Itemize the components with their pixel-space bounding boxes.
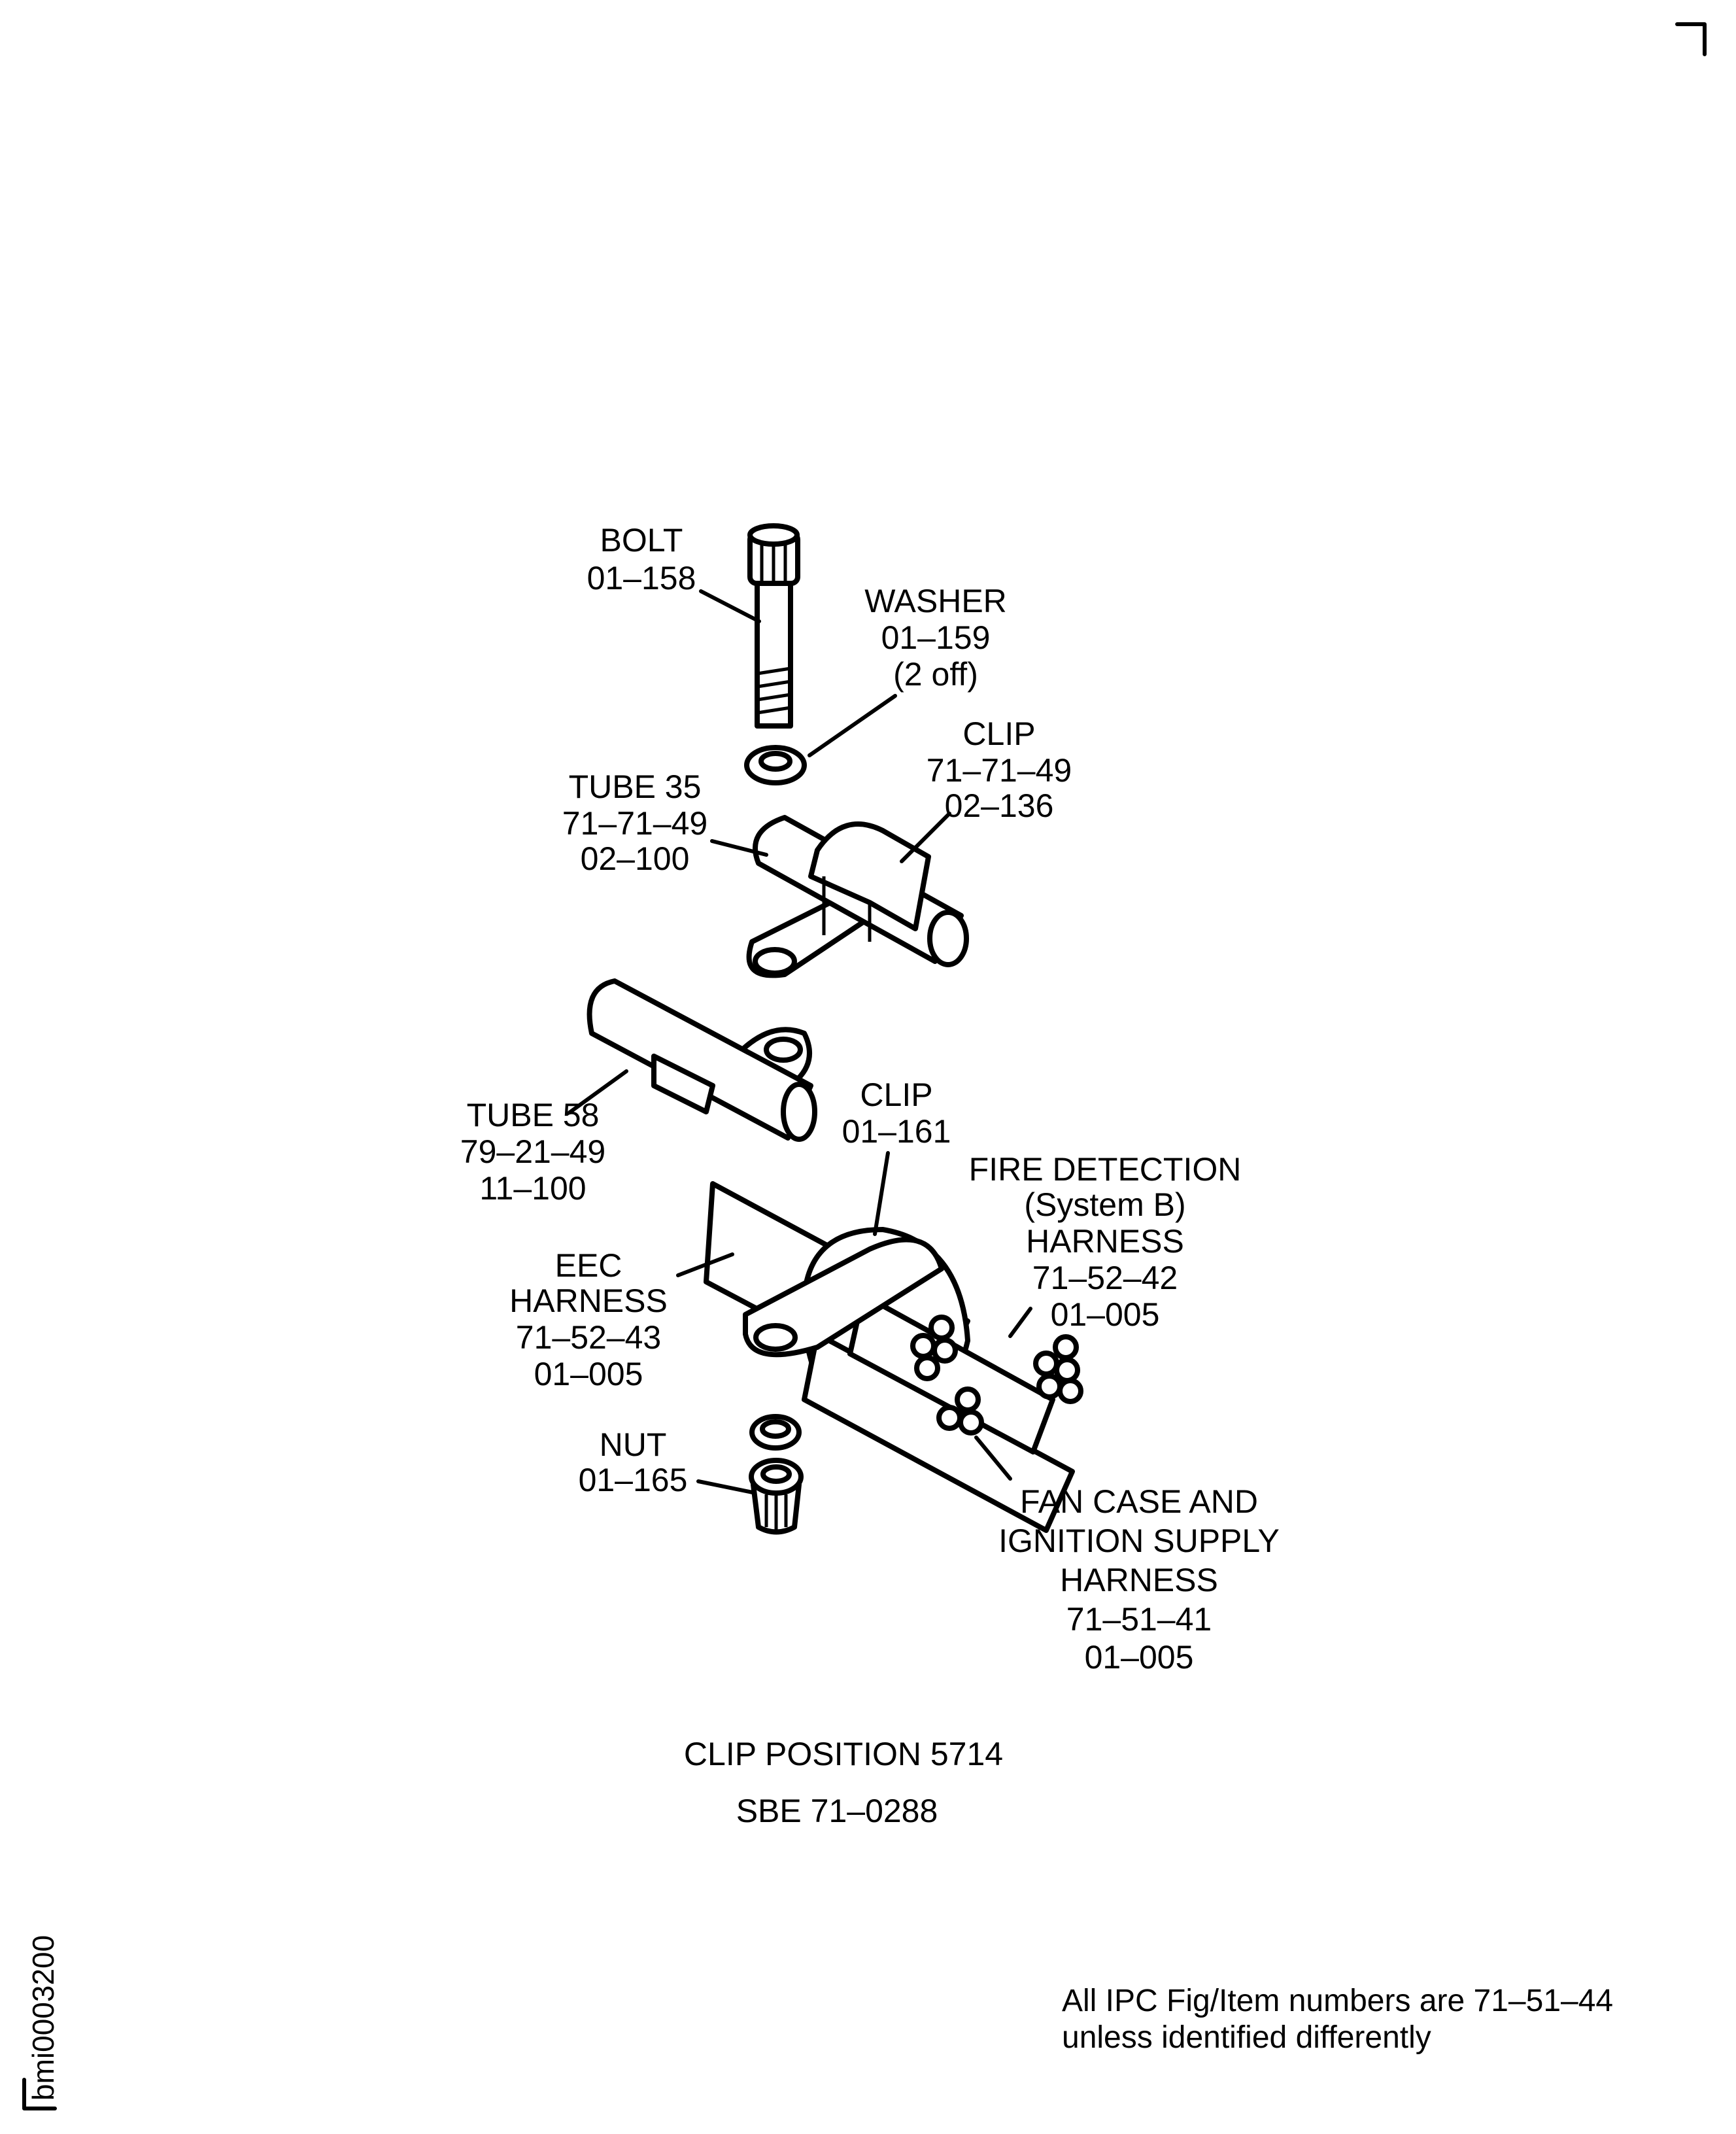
leader-lines <box>568 589 1032 1494</box>
label-line: 71–51–41 <box>1066 1601 1212 1638</box>
label-line: HARNESS <box>509 1282 668 1319</box>
tube35-with-clip <box>746 815 969 978</box>
label-line: FIRE DETECTION <box>969 1151 1242 1188</box>
fan-harness-ends <box>910 1315 984 1436</box>
label-line: 01–158 <box>587 560 696 596</box>
label-line: 79–21–49 <box>460 1133 605 1170</box>
label-line: 01–005 <box>534 1356 643 1392</box>
note-line-2: unless identified differently <box>1062 2020 1431 2055</box>
label-washer: WASHER 01–159 (2 off) <box>864 583 1007 693</box>
label-line: 02–136 <box>945 787 1054 824</box>
label-bolt: BOLT 01–158 <box>587 522 696 596</box>
label-line: HARNESS <box>1026 1223 1184 1260</box>
label-line: 01–005 <box>1051 1296 1160 1333</box>
harness-bundle-with-clip <box>704 1181 1083 1533</box>
label-line: (2 off) <box>893 656 978 693</box>
label-line: FAN CASE AND <box>1020 1483 1258 1520</box>
label-line: 01–005 <box>1085 1639 1194 1676</box>
label-fan-case: FAN CASE AND IGNITION SUPPLY HARNESS 71–… <box>998 1483 1280 1676</box>
fire-harness-ends <box>1033 1334 1083 1404</box>
label-line: 71–52–42 <box>1032 1260 1178 1296</box>
caption-subtitle: SBE 71–0288 <box>736 1793 938 1829</box>
label-line: (System B) <box>1024 1186 1185 1223</box>
note-line-1: All IPC Fig/Item numbers are 71–51–44 <box>1062 1984 1613 2018</box>
label-line: EEC <box>555 1247 622 1284</box>
label-line: CLIP <box>962 715 1035 752</box>
bolt-part <box>747 523 800 729</box>
label-tube58: TUBE 58 79–21–49 11–100 <box>460 1097 605 1207</box>
corner-crop-mark <box>1675 22 1707 56</box>
label-line: IGNITION SUPPLY <box>998 1523 1280 1559</box>
drawing-id: bmi0003200 <box>26 1935 60 2101</box>
label-line: CLIP <box>860 1076 932 1113</box>
caption-title: CLIP POSITION 5714 <box>684 1736 1003 1772</box>
label-nut: NUT 01–165 <box>579 1426 688 1498</box>
label-line: 01–165 <box>579 1462 688 1498</box>
label-line: NUT <box>600 1426 667 1463</box>
label-line: 01–161 <box>842 1113 951 1150</box>
label-line: HARNESS <box>1060 1562 1218 1598</box>
id-bracket-mark <box>22 2078 57 2110</box>
label-line: 71–52–43 <box>516 1319 661 1356</box>
label-line: BOLT <box>600 522 683 559</box>
label-line: 71–71–49 <box>927 752 1072 789</box>
label-tube35: TUBE 35 71–71–49 02–100 <box>562 768 707 877</box>
label-line: 02–100 <box>581 840 690 877</box>
nut-part <box>749 1458 804 1535</box>
tube58-with-clip <box>587 978 817 1142</box>
label-line: TUBE 58 <box>467 1097 600 1133</box>
label-clip-top: CLIP 71–71–49 02–136 <box>927 715 1072 824</box>
washer-top <box>744 745 807 785</box>
label-line: 11–100 <box>479 1170 586 1207</box>
label-clip-mid: CLIP 01–161 <box>842 1076 951 1150</box>
washer-bottom <box>749 1414 802 1451</box>
label-line: 71–71–49 <box>562 805 707 842</box>
label-line: 01–159 <box>881 619 991 656</box>
label-fire-detection: FIRE DETECTION (System B) HARNESS 71–52–… <box>969 1151 1242 1333</box>
label-line: WASHER <box>864 583 1007 619</box>
label-line: TUBE 35 <box>569 768 702 805</box>
label-eec: EEC HARNESS 71–52–43 01–005 <box>509 1247 668 1392</box>
